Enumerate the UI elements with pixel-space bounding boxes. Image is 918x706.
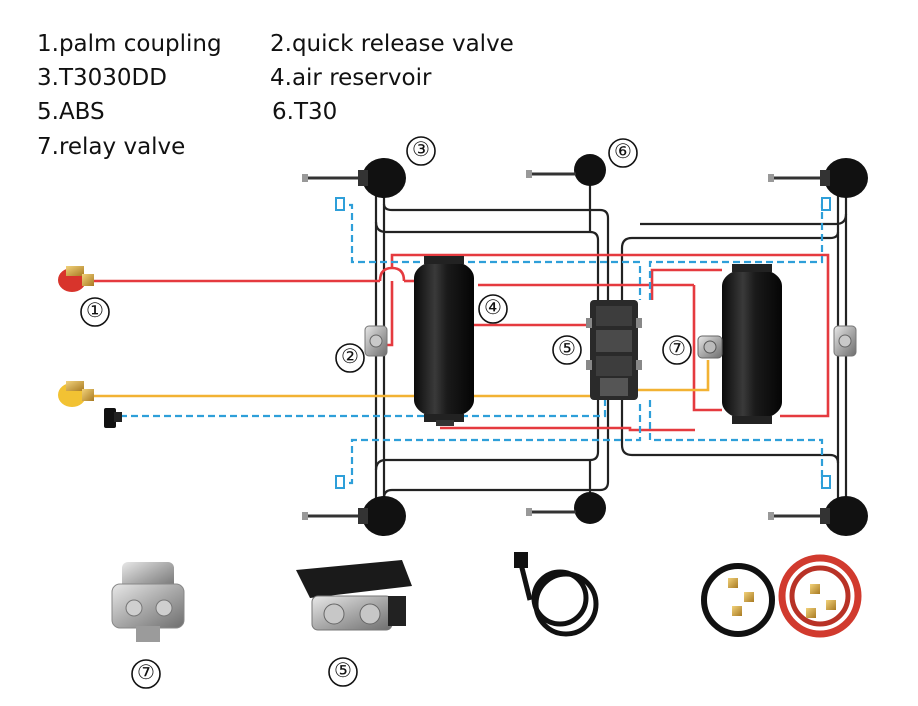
abs-sensor-brackets <box>335 197 831 489</box>
legend-t3030dd: 3.T3030DD <box>37 65 167 91</box>
red-pipes <box>92 253 830 432</box>
brake-chamber-top-left <box>302 158 406 198</box>
callout-ring-4 <box>478 294 508 324</box>
brake-chamber-bottom-right <box>768 496 868 536</box>
callout-ring-1 <box>80 297 110 327</box>
photo-abs-cable <box>514 552 599 637</box>
relay-valve-diagram <box>697 335 723 359</box>
t30-chamber-bottom <box>526 492 606 524</box>
legend-palm-coupling: 1.palm coupling <box>37 31 222 57</box>
callout-ring-5-photo <box>328 657 358 687</box>
legend-t30: 6.T30 <box>272 99 338 125</box>
air-reservoir-right <box>722 264 782 424</box>
callout-ring-5 <box>552 335 582 365</box>
legend-abs: 5.ABS <box>37 99 105 125</box>
abs-modulator <box>586 300 642 400</box>
photo-abs-modulator <box>296 560 412 631</box>
callout-ring-3 <box>406 136 436 166</box>
abs-plug-connector <box>104 408 122 428</box>
photo-hoses-fittings <box>701 554 862 638</box>
callout-ring-6 <box>608 138 638 168</box>
legend-relay-valve: 7.relay valve <box>37 134 186 160</box>
legend-air-reservoir: 4.air reservoir <box>270 65 432 91</box>
legend-quick-release-valve: 2.quick release valve <box>270 31 514 57</box>
quick-release-valve-right <box>833 325 857 357</box>
callout-ring-2 <box>335 343 365 373</box>
t30-chamber-top <box>526 154 606 186</box>
quick-release-valve-left <box>364 325 388 357</box>
photo-relay-valve <box>111 562 185 642</box>
brake-chamber-top-right <box>768 158 868 198</box>
air-reservoir-left <box>414 256 474 426</box>
palm-coupling-red <box>58 266 94 292</box>
callout-ring-7-photo <box>131 659 161 689</box>
callout-ring-7 <box>662 335 692 365</box>
palm-coupling-yellow <box>58 381 94 407</box>
brake-chamber-bottom-left <box>302 496 406 536</box>
